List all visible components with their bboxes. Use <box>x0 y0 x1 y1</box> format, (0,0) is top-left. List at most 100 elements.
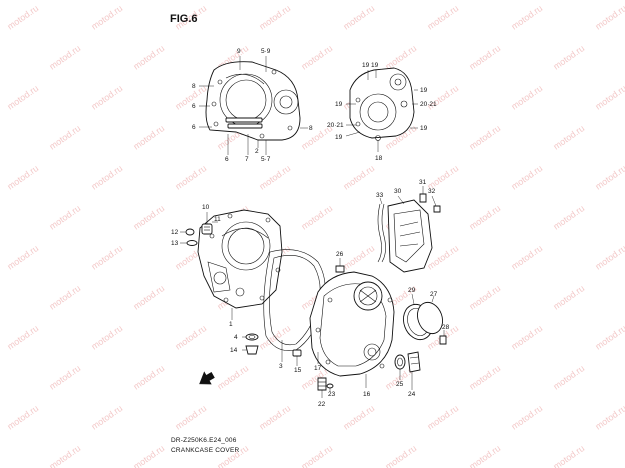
magneto-cover <box>309 271 395 388</box>
part-number-5-7: 5·7 <box>261 156 271 163</box>
watermark-text: motod.ru <box>215 363 250 392</box>
watermark-text: motod.ru <box>299 43 334 72</box>
watermark-text: motod.ru <box>341 243 376 272</box>
watermark-text: motod.ru <box>551 43 586 72</box>
watermark-text: motod.ru <box>383 443 418 468</box>
watermark-text: motod.ru <box>131 363 166 392</box>
bolts-31-32 <box>419 186 441 213</box>
front-direction-arrow-icon <box>199 371 215 385</box>
watermark-text: motod.ru <box>509 243 544 272</box>
part-number-19: 19 <box>420 125 428 132</box>
watermark-text: motod.ru <box>299 203 334 232</box>
part-number-29: 29 <box>408 287 416 294</box>
watermark-text: motod.ru <box>257 163 292 192</box>
magneto-cover-inner-view <box>345 67 418 152</box>
watermark-text: motod.ru <box>173 163 208 192</box>
diagram-title: CRANKCASE COVER <box>171 447 239 454</box>
bolt-28 <box>439 330 447 345</box>
watermark-text: motod.ru <box>425 403 460 432</box>
part-number-19: 19 <box>371 62 379 69</box>
watermark-text: motod.ru <box>509 163 544 192</box>
watermark-text: motod.ru <box>467 203 502 232</box>
part-number-3: 3 <box>279 363 283 370</box>
watermark-text: motod.ru <box>299 443 334 468</box>
watermark-text: motod.ru <box>425 3 460 32</box>
watermark-text: motod.ru <box>173 83 208 112</box>
part-number-9: 9 <box>237 48 241 55</box>
watermark-text: motod.ru <box>5 163 40 192</box>
watermark-text: motod.ru <box>131 203 166 232</box>
part-number-19: 19 <box>362 62 370 69</box>
watermark-text: motod.ru <box>341 3 376 32</box>
figure-label: FIG.6 <box>170 13 198 25</box>
part-number-25: 25 <box>396 381 404 388</box>
watermark-text: motod.ru <box>89 3 124 32</box>
watermark-text: motod.ru <box>47 363 82 392</box>
watermark-text: motod.ru <box>5 83 40 112</box>
oil-plug-25-24 <box>394 351 421 390</box>
part-number-31: 31 <box>419 179 427 186</box>
part-number-19: 19 <box>335 134 343 141</box>
watermark-text: motod.ru <box>5 3 40 32</box>
watermark-text: motod.ru <box>5 323 40 352</box>
clutch-cover-gasket <box>263 249 326 362</box>
part-number-5-9: 5·9 <box>261 48 271 55</box>
sprocket-cover <box>387 195 433 273</box>
watermark-text: motod.ru <box>551 283 586 312</box>
watermark-text: motod.ru <box>509 3 544 32</box>
timing-inspection-cap <box>403 293 443 341</box>
drain-bolt-22-23 <box>317 377 334 398</box>
diagram-code: DR-Z250K6.E24_006 <box>171 437 237 444</box>
part-number-23: 23 <box>328 391 336 398</box>
watermark-text: motod.ru <box>341 163 376 192</box>
clutch-cover-inner-view <box>199 56 308 155</box>
part-number-19: 19 <box>335 101 343 108</box>
part-number-20-21: 20·21 <box>420 101 437 108</box>
dowel-pin-15 <box>292 349 302 366</box>
part-number-6: 6 <box>192 103 196 110</box>
part-number-17: 17 <box>314 365 322 372</box>
watermark-text: motod.ru <box>467 283 502 312</box>
watermark-text: motod.ru <box>551 363 586 392</box>
part-number-22: 22 <box>318 401 326 408</box>
watermark-text: motod.ru <box>257 3 292 32</box>
watermark-text: motod.ru <box>467 123 502 152</box>
part-number-10: 10 <box>202 204 210 211</box>
watermark-text: motod.ru <box>509 323 544 352</box>
watermark-text: motod.ru <box>89 403 124 432</box>
watermark-text: motod.ru <box>467 363 502 392</box>
watermark-text: motod.ru <box>47 203 82 232</box>
watermark-text: motod.ru <box>5 403 40 432</box>
watermark-text: motod.ru <box>593 403 625 432</box>
part-number-8: 8 <box>309 125 313 132</box>
watermark-text: motod.ru <box>47 283 82 312</box>
watermark-text: motod.ru <box>593 3 625 32</box>
watermark-text: motod.ru <box>257 403 292 432</box>
watermark-text: motod.ru <box>593 83 625 112</box>
watermark-text: motod.ru <box>89 323 124 352</box>
watermark-text: motod.ru <box>47 443 82 468</box>
watermark-text: motod.ru <box>131 123 166 152</box>
watermark-text: motod.ru <box>89 243 124 272</box>
watermark-text: motod.ru <box>341 403 376 432</box>
watermark-text: motod.ru <box>131 283 166 312</box>
drain-plug-and-gasket <box>242 333 259 355</box>
oil-filler-plug <box>201 212 218 235</box>
part-number-16: 16 <box>363 391 371 398</box>
watermark-text: motod.ru <box>593 163 625 192</box>
part-number-6: 6 <box>192 124 196 131</box>
part-number-26: 26 <box>336 251 344 258</box>
part-number-2: 2 <box>255 148 259 155</box>
watermark-text: motod.ru <box>47 123 82 152</box>
watermark-text: motod.ru <box>467 443 502 468</box>
watermark-text: motod.ru <box>173 403 208 432</box>
clutch-cover <box>197 209 283 320</box>
watermark-text: motod.ru <box>47 43 82 72</box>
bracket-33 <box>377 197 386 263</box>
watermark-text: motod.ru <box>593 243 625 272</box>
watermark-text: motod.ru <box>89 163 124 192</box>
part-number-4: 4 <box>234 334 238 341</box>
part-number-6: 6 <box>225 156 229 163</box>
watermark-text: motod.ru <box>131 43 166 72</box>
